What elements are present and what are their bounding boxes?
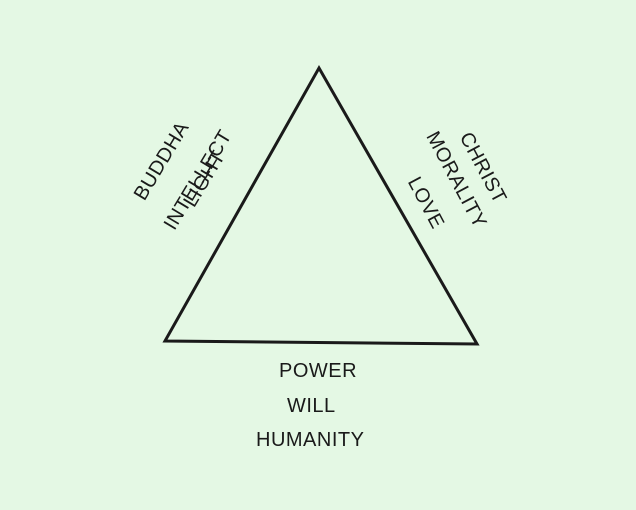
label-humanity: HUMANITY: [256, 429, 365, 451]
label-power: POWER: [279, 360, 358, 382]
label-will: WILL: [287, 395, 336, 417]
triangle: [162, 64, 480, 346]
